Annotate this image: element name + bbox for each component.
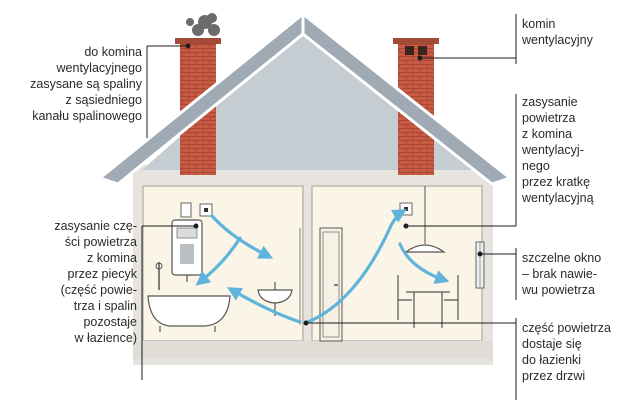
bathtub-icon [147, 262, 231, 332]
leader-lines [141, 14, 517, 400]
label-vent-chimney: komin wentylacyjny [522, 17, 593, 47]
label-chimney-exhaust: do komina wentylacyjnego zasysane są spa… [30, 45, 142, 123]
right-chimney-vent [418, 46, 427, 55]
label-sealed-window: szczelne okno – brak nawie- wu powietrza [522, 251, 602, 297]
air-flow-arrows [195, 209, 450, 324]
flow-arrow [306, 209, 407, 324]
table-icon [397, 275, 459, 328]
flow-arrow [210, 214, 274, 259]
smoke-icon [186, 13, 220, 36]
sealed-window [475, 241, 485, 289]
vent-grille-icon [199, 203, 213, 217]
right-chimney-cap [393, 38, 439, 44]
left-chimney-cap [175, 38, 221, 44]
flow-arrow [195, 236, 242, 286]
flow-arrow [398, 242, 450, 284]
label-stove-intake: zasysanie czę- ści powietrza z komina pr… [54, 219, 137, 345]
gas-heater-icon [171, 202, 203, 282]
right-chimney-vent [405, 46, 414, 55]
lamp-icon [404, 186, 446, 253]
roof [96, 10, 514, 186]
flow-arrow [227, 287, 302, 324]
label-door-flow: część powietrza dostaje się do łazienki … [522, 321, 611, 383]
floor-slab [133, 341, 493, 359]
label-intake-vent: zasysanie powietrza z komina wentylacyj-… [522, 95, 594, 205]
